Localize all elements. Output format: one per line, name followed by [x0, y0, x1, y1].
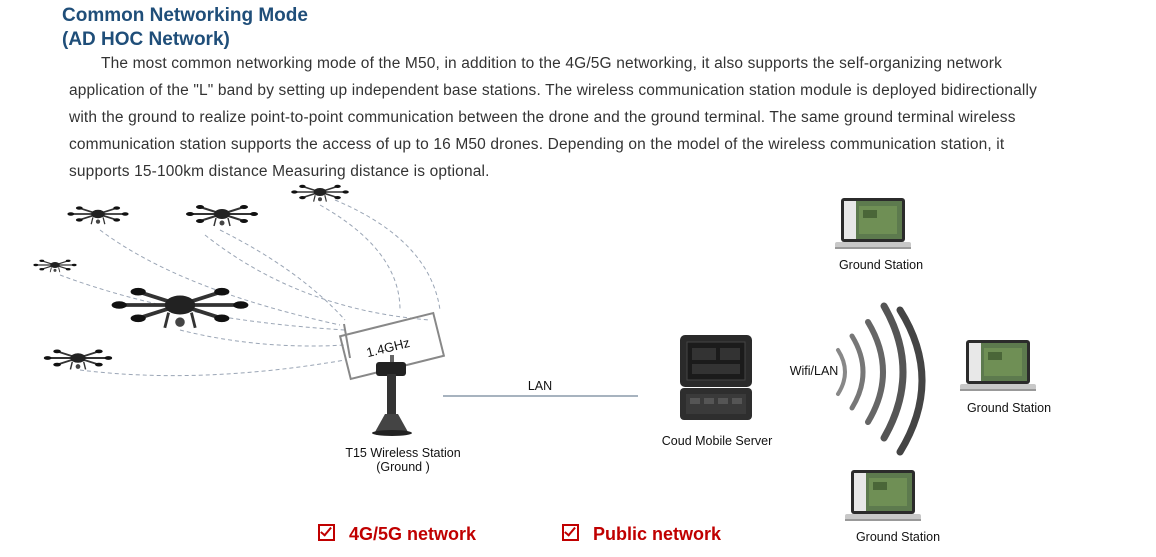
feature-label: Public network	[593, 524, 722, 544]
station-label: T15 Wireless Station (Ground )	[335, 446, 471, 474]
station-label-line-1: T15 Wireless Station	[345, 446, 461, 460]
feature-4g5g: 4G/5G network	[318, 523, 476, 545]
feature-public-network: Public network	[562, 523, 721, 545]
drone-2	[185, 204, 259, 227]
ground-station-bottom-label: Ground Station	[855, 530, 941, 544]
checkbox-icon	[318, 524, 335, 541]
ground-station-mid-label: Ground Station	[966, 401, 1052, 415]
page-title: Common Networking Mode (AD HOC Network)	[62, 4, 308, 52]
checkbox-icon	[562, 524, 579, 541]
wifi-waves	[836, 302, 926, 456]
title-line-2: (AD HOC Network)	[62, 29, 230, 50]
wifi-label: Wifi/LAN	[789, 364, 839, 378]
cloud-mobile-server	[680, 335, 752, 420]
feature-label: 4G/5G network	[349, 524, 477, 544]
laptop-mid	[960, 340, 1036, 391]
title-line-1: Common Networking Mode	[62, 5, 308, 26]
wireless-station	[338, 311, 446, 436]
laptop-top	[835, 198, 911, 249]
laptop-bottom	[845, 470, 921, 521]
drone-5	[42, 348, 114, 371]
station-label-line-2: (Ground )	[376, 460, 430, 474]
ground-station-top-label: Ground Station	[838, 258, 924, 272]
drone-main	[109, 285, 251, 330]
lan-label: LAN	[527, 379, 553, 393]
description-paragraph: The most common networking mode of the M…	[69, 55, 1038, 180]
drone-3	[290, 184, 350, 203]
drone-1	[66, 205, 130, 226]
server-label: Coud Mobile Server	[661, 434, 773, 448]
drone-4	[32, 259, 78, 273]
